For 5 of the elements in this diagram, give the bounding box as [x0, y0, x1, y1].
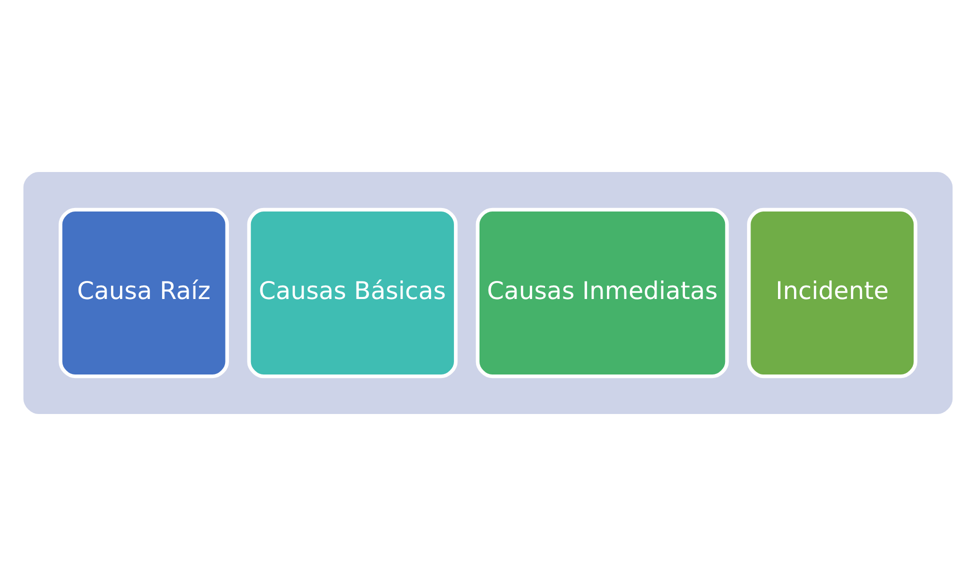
- node-box: Causas Inmediatas: [476, 208, 729, 378]
- node-box: Causa Raíz: [58, 208, 229, 378]
- node-box: Causas Básicas: [247, 208, 458, 378]
- node-box: Incidente: [747, 208, 918, 378]
- cluster: [23, 172, 953, 414]
